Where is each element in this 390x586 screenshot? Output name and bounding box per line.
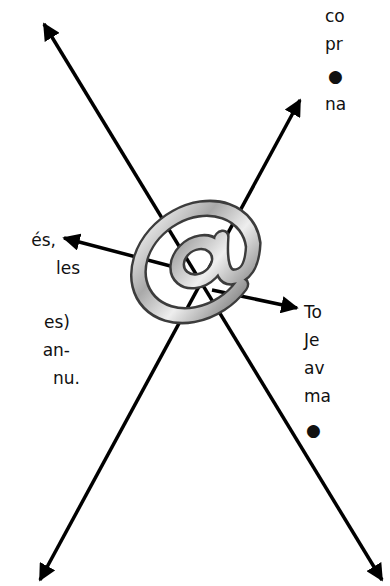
text-fragment: ● [328,65,343,87]
text-fragment: ma [304,385,331,407]
arrow [64,238,178,268]
text-fragment: av [304,357,324,379]
text-fragment: Je [304,329,319,351]
text-fragment: co [325,5,345,27]
text-fragment: és, [31,229,56,251]
text-fragment: To [304,301,322,323]
text-fragment: an- [43,339,70,361]
double-arrow [40,100,300,580]
text-fragment: ● [306,419,321,441]
text-fragment: es) [44,311,70,333]
at-sign-icon [135,201,256,323]
arrow-lines [40,24,382,580]
text-fragment: pr [325,33,343,55]
text-fragment: les [56,257,80,279]
text-fragment: na [325,93,346,115]
text-fragment: nu. [53,367,80,389]
double-arrow [44,24,382,580]
